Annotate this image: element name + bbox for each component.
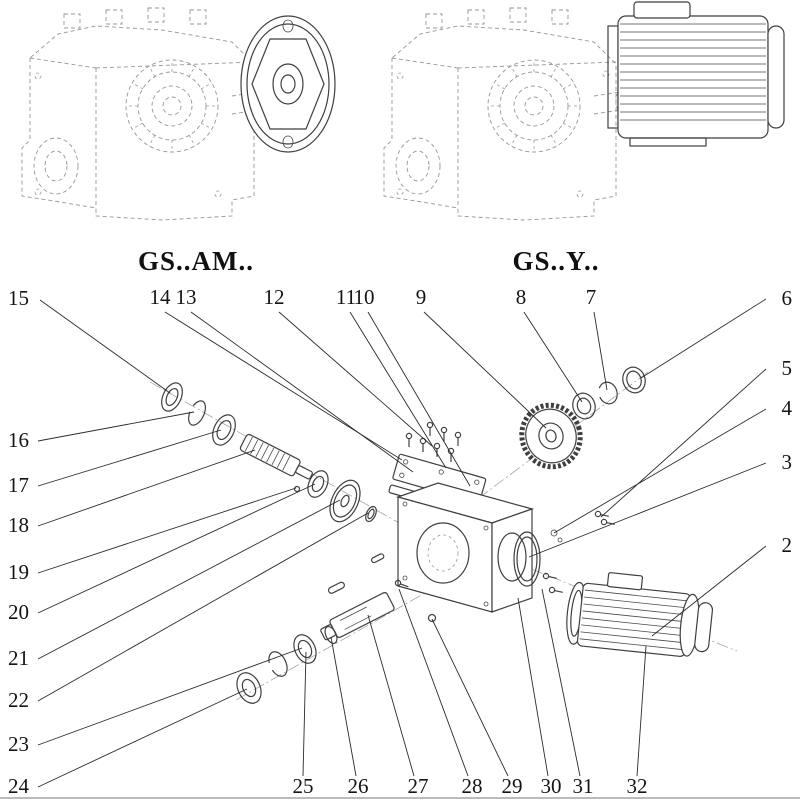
leader-line-29 (431, 618, 509, 777)
input-bearing (212, 414, 236, 446)
leader-line-25 (302, 651, 307, 777)
gear-circlip (598, 381, 618, 405)
callout-31: 31 (573, 774, 594, 798)
callout-17: 17 (8, 473, 29, 497)
drain-plug (427, 613, 437, 623)
output-bearing (293, 634, 317, 664)
leader-line-16 (37, 411, 195, 442)
leader-line-2 (651, 545, 767, 637)
callout-6: 6 (782, 286, 793, 310)
callout-21: 21 (8, 646, 29, 670)
leader-line-19 (37, 487, 297, 574)
leader-line-7 (593, 311, 608, 391)
leader-line-21 (37, 499, 341, 660)
leader-line-22 (37, 512, 369, 702)
shaft-key-small (371, 553, 385, 564)
callout-27: 27 (408, 774, 429, 798)
leader-line-14 (164, 311, 403, 461)
output-flange-drawing (240, 15, 336, 153)
leader-line-18 (37, 449, 256, 527)
callout-25: 25 (293, 774, 314, 798)
terminal-box (606, 572, 644, 591)
leader-line-26 (330, 636, 357, 777)
title-gsy: GS..Y.. (512, 246, 599, 276)
shaft-collar (324, 625, 338, 645)
leader-line-20 (37, 483, 316, 614)
leader-line-32 (636, 645, 647, 777)
output-circlip (268, 651, 288, 677)
gearbox-outline-right (383, 7, 625, 221)
leader-line-8 (523, 311, 583, 403)
callout-4: 4 (782, 396, 793, 420)
dowel-pin (293, 485, 301, 493)
callout-9: 9 (416, 285, 427, 309)
callout-19: 19 (8, 560, 29, 584)
leader-line-17 (37, 429, 222, 487)
gearbox-outline-left (21, 7, 263, 221)
callout-30: 30 (541, 774, 562, 798)
callout-13: 13 (176, 285, 197, 309)
side-cover-ring (513, 531, 541, 587)
callout-11: 11 (336, 285, 356, 309)
motor-assembled-drawing (607, 1, 785, 147)
callout-10: 10 (354, 285, 375, 309)
callout-14: 14 (150, 285, 172, 309)
gear-seal (622, 366, 646, 394)
callout-7: 7 (586, 285, 597, 309)
callout-2: 2 (782, 533, 793, 557)
callout-22: 22 (8, 688, 29, 712)
leader-line-31 (541, 588, 581, 777)
callout-8: 8 (516, 285, 527, 309)
input-circlip (188, 400, 206, 426)
callout-24: 24 (8, 774, 30, 798)
motor-exploded (566, 572, 714, 657)
leader-line-23 (37, 647, 303, 746)
leader-line-4 (553, 408, 767, 534)
leader-line-12 (278, 311, 433, 447)
callout-15: 15 (8, 286, 29, 310)
output-seal (236, 672, 262, 704)
callout-29: 29 (502, 774, 523, 798)
leader-line-10 (367, 311, 471, 487)
exploded-view (149, 366, 738, 704)
callout-12: 12 (264, 285, 285, 309)
leader-line-28 (398, 588, 469, 777)
worm-shaft (239, 433, 313, 480)
output-shaft (320, 591, 395, 641)
callout-28: 28 (462, 774, 483, 798)
callout-18: 18 (8, 513, 29, 537)
callout-5: 5 (782, 356, 793, 380)
callout-20: 20 (8, 600, 29, 624)
leader-line-15 (39, 299, 171, 394)
worm-wheel-disc (329, 479, 361, 523)
leader-line-13 (190, 311, 414, 473)
leader-line-3 (528, 462, 767, 558)
callout-23: 23 (8, 732, 29, 756)
output-gear (519, 402, 583, 470)
o-ring (365, 505, 377, 523)
leader-line-11 (349, 311, 447, 469)
leader-line-27 (367, 614, 415, 777)
leader-line-30 (517, 597, 549, 777)
input-bearing-2 (307, 470, 329, 498)
assembled-view-gsam (21, 7, 336, 221)
title-gsam: GS..AM.. (138, 246, 254, 276)
assembled-view-gsy (383, 1, 785, 221)
leader-line-6 (640, 298, 767, 379)
fan-cover (694, 602, 714, 653)
callout-32: 32 (627, 774, 648, 798)
gearbox-housing (394, 482, 535, 623)
leader-line-9 (423, 311, 547, 429)
output-shaft-key (327, 581, 345, 594)
input-seal (161, 382, 183, 412)
callout-16: 16 (8, 428, 29, 452)
leader-line-5 (600, 368, 767, 518)
cover-bolts (542, 510, 616, 596)
gear-bearing (572, 392, 596, 420)
callout-3: 3 (782, 450, 793, 474)
leader-line-24 (37, 688, 248, 788)
callout-26: 26 (348, 774, 369, 798)
